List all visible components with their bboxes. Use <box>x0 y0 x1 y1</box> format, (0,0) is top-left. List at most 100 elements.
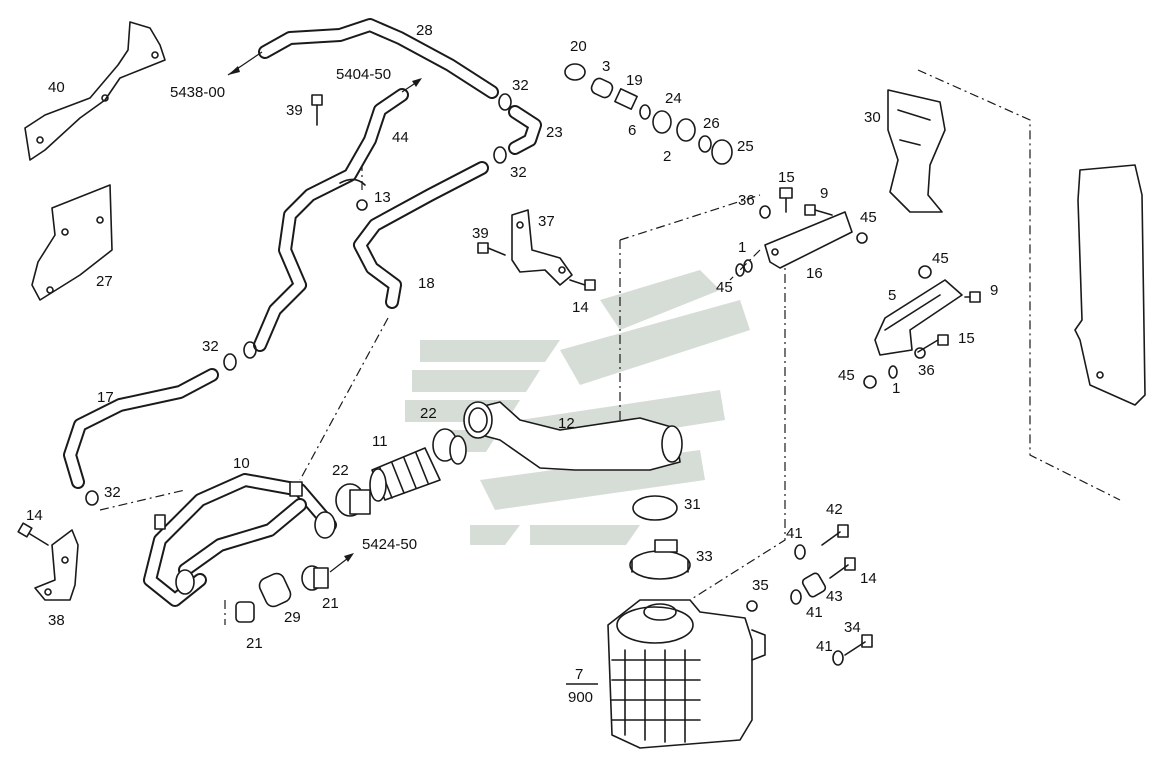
label-7: 7 <box>575 666 583 683</box>
washers-1-45 <box>735 259 753 277</box>
bolt-42 <box>821 524 849 546</box>
nut-45-lower <box>863 375 877 389</box>
part-side-panel <box>1074 164 1146 406</box>
bolt-14-right <box>829 557 856 579</box>
part-bracket-5 <box>874 279 963 356</box>
clamp-21-left <box>235 601 255 623</box>
fitting-19 <box>614 88 638 110</box>
clamp-21-right <box>301 565 329 591</box>
label-45-top: 45 <box>860 209 877 226</box>
label-36-lower: 36 <box>918 362 935 379</box>
sleeve-43 <box>801 572 827 598</box>
label-29: 29 <box>284 609 301 626</box>
bolt-9-top <box>804 204 833 216</box>
label-45-lower: 45 <box>838 367 855 384</box>
clamp-22-upper <box>432 428 467 465</box>
label-21-right: 21 <box>322 595 339 612</box>
label-32-b: 32 <box>510 164 527 181</box>
nut-45-top <box>856 232 868 244</box>
label-21-left: 21 <box>246 635 263 652</box>
bolt-14-mid <box>569 279 596 291</box>
label-9-right: 9 <box>990 282 998 299</box>
bolt-39-top <box>311 94 323 126</box>
label-20: 20 <box>570 38 587 55</box>
seal-ring-31 <box>632 495 678 521</box>
label-40: 40 <box>48 79 65 96</box>
part-hose-18 <box>353 161 489 309</box>
assembly-lines <box>99 69 1121 625</box>
label-5424-50: 5424-50 <box>362 536 417 553</box>
label-15-right: 15 <box>958 330 975 347</box>
fitting-20 <box>564 63 586 81</box>
fitting-2 <box>676 118 696 142</box>
part-plate-27 <box>31 184 113 301</box>
label-900: 900 <box>568 689 593 706</box>
label-41-b: 41 <box>806 604 823 621</box>
label-28: 28 <box>416 22 433 39</box>
label-27: 27 <box>96 273 113 290</box>
bolt-15-right <box>917 334 949 353</box>
label-13: 13 <box>374 189 391 206</box>
label-24: 24 <box>665 90 682 107</box>
part-labels: 40 27 39 13 5438-00 28 5404-50 44 32 23 … <box>26 22 998 706</box>
washer-36-top <box>759 205 771 219</box>
part-bracket-30 <box>887 89 946 213</box>
label-26: 26 <box>703 115 720 132</box>
bolt-15-top <box>779 187 793 213</box>
label-2: 2 <box>663 148 671 165</box>
label-5: 5 <box>888 287 896 304</box>
part-elbow-23 <box>508 105 542 155</box>
label-23: 23 <box>546 124 563 141</box>
label-1-lower: 1 <box>892 380 900 397</box>
label-41-c: 41 <box>816 638 833 655</box>
bolt-34 <box>844 634 873 656</box>
label-3: 3 <box>602 58 610 75</box>
washer-41-c <box>832 650 844 666</box>
label-41-a: 41 <box>786 525 803 542</box>
label-36-top: 36 <box>738 192 755 209</box>
washer-41-a <box>794 544 806 560</box>
label-39-top: 39 <box>286 102 303 119</box>
part-pipe-10 <box>143 473 337 607</box>
fitting-25 <box>711 139 733 165</box>
label-45-mid: 45 <box>716 279 733 296</box>
label-43: 43 <box>826 588 843 605</box>
label-1-top: 1 <box>738 239 746 256</box>
part-hose-44 <box>253 88 409 352</box>
label-9-top: 9 <box>820 185 828 202</box>
label-33: 33 <box>696 548 713 565</box>
label-5404-50: 5404-50 <box>336 66 391 83</box>
fitting-3 <box>590 77 614 99</box>
label-45-right: 45 <box>932 250 949 267</box>
label-6: 6 <box>628 122 636 139</box>
label-35: 35 <box>752 577 769 594</box>
part-bracket-40 <box>24 21 166 161</box>
washer-1-lower <box>888 365 898 379</box>
part-hose-29 <box>258 572 292 608</box>
clip-13 <box>339 178 368 211</box>
label-19: 19 <box>626 72 643 89</box>
label-10: 10 <box>233 455 250 472</box>
label-32-c: 32 <box>202 338 219 355</box>
bolt-9-right <box>964 291 981 303</box>
label-22-lower: 22 <box>332 462 349 479</box>
part-bellows-11 <box>369 447 441 502</box>
clamp-22-lower <box>335 483 371 517</box>
clamp-33 <box>629 539 691 580</box>
label-11: 11 <box>372 433 388 450</box>
label-42: 42 <box>826 501 843 518</box>
part-bracket-37 <box>511 209 573 286</box>
part-pipe-12 <box>463 401 683 471</box>
label-18: 18 <box>418 275 435 292</box>
label-5438-00: 5438-00 <box>170 84 225 101</box>
label-12: 12 <box>558 415 575 432</box>
washer-36-right <box>914 347 926 359</box>
label-30: 30 <box>864 109 881 126</box>
washer-6 <box>639 104 651 120</box>
arrow-5438-00 <box>227 51 263 76</box>
label-37: 37 <box>538 213 555 230</box>
part-air-filter-7 <box>607 599 766 749</box>
label-14-left: 14 <box>26 507 43 524</box>
bolt-14-left <box>17 522 49 546</box>
